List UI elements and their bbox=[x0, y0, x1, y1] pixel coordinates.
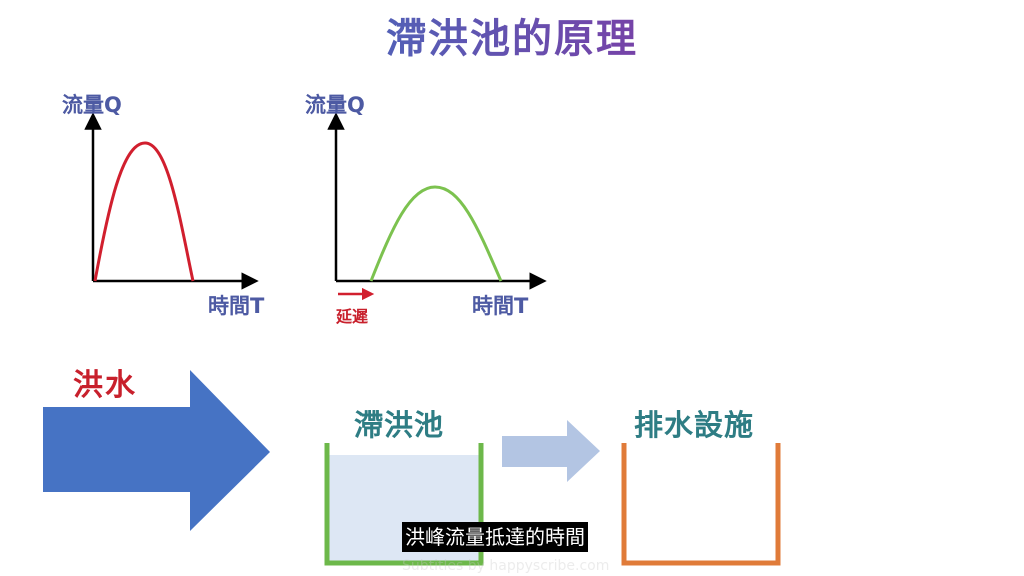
right-chart-x-label: 時間T bbox=[472, 294, 529, 318]
drainage-facility-label: 排水設施 bbox=[634, 408, 755, 442]
page-title: 滯洪池的原理 bbox=[0, 6, 1024, 64]
flood-arrow bbox=[43, 370, 270, 531]
right-chart-curve bbox=[369, 185, 503, 282]
transfer-arrow bbox=[502, 420, 600, 482]
delay-label: 延遲 bbox=[336, 307, 369, 326]
drainage-container bbox=[621, 443, 781, 566]
left-chart-curve bbox=[93, 141, 195, 282]
subtitle-credit: Subtitles by happyscribe.com bbox=[402, 558, 610, 574]
left-chart-y-label: 流量Q bbox=[62, 93, 122, 117]
pond-container bbox=[324, 443, 484, 566]
left-chart-x-label: 時間T bbox=[208, 294, 265, 318]
flood-label: 洪水 bbox=[73, 368, 137, 403]
detention-pond-label: 滯洪池 bbox=[354, 408, 445, 442]
right-chart-y-label: 流量Q bbox=[305, 93, 365, 117]
video-subtitle: 洪峰流量抵達的時間 bbox=[402, 522, 588, 552]
